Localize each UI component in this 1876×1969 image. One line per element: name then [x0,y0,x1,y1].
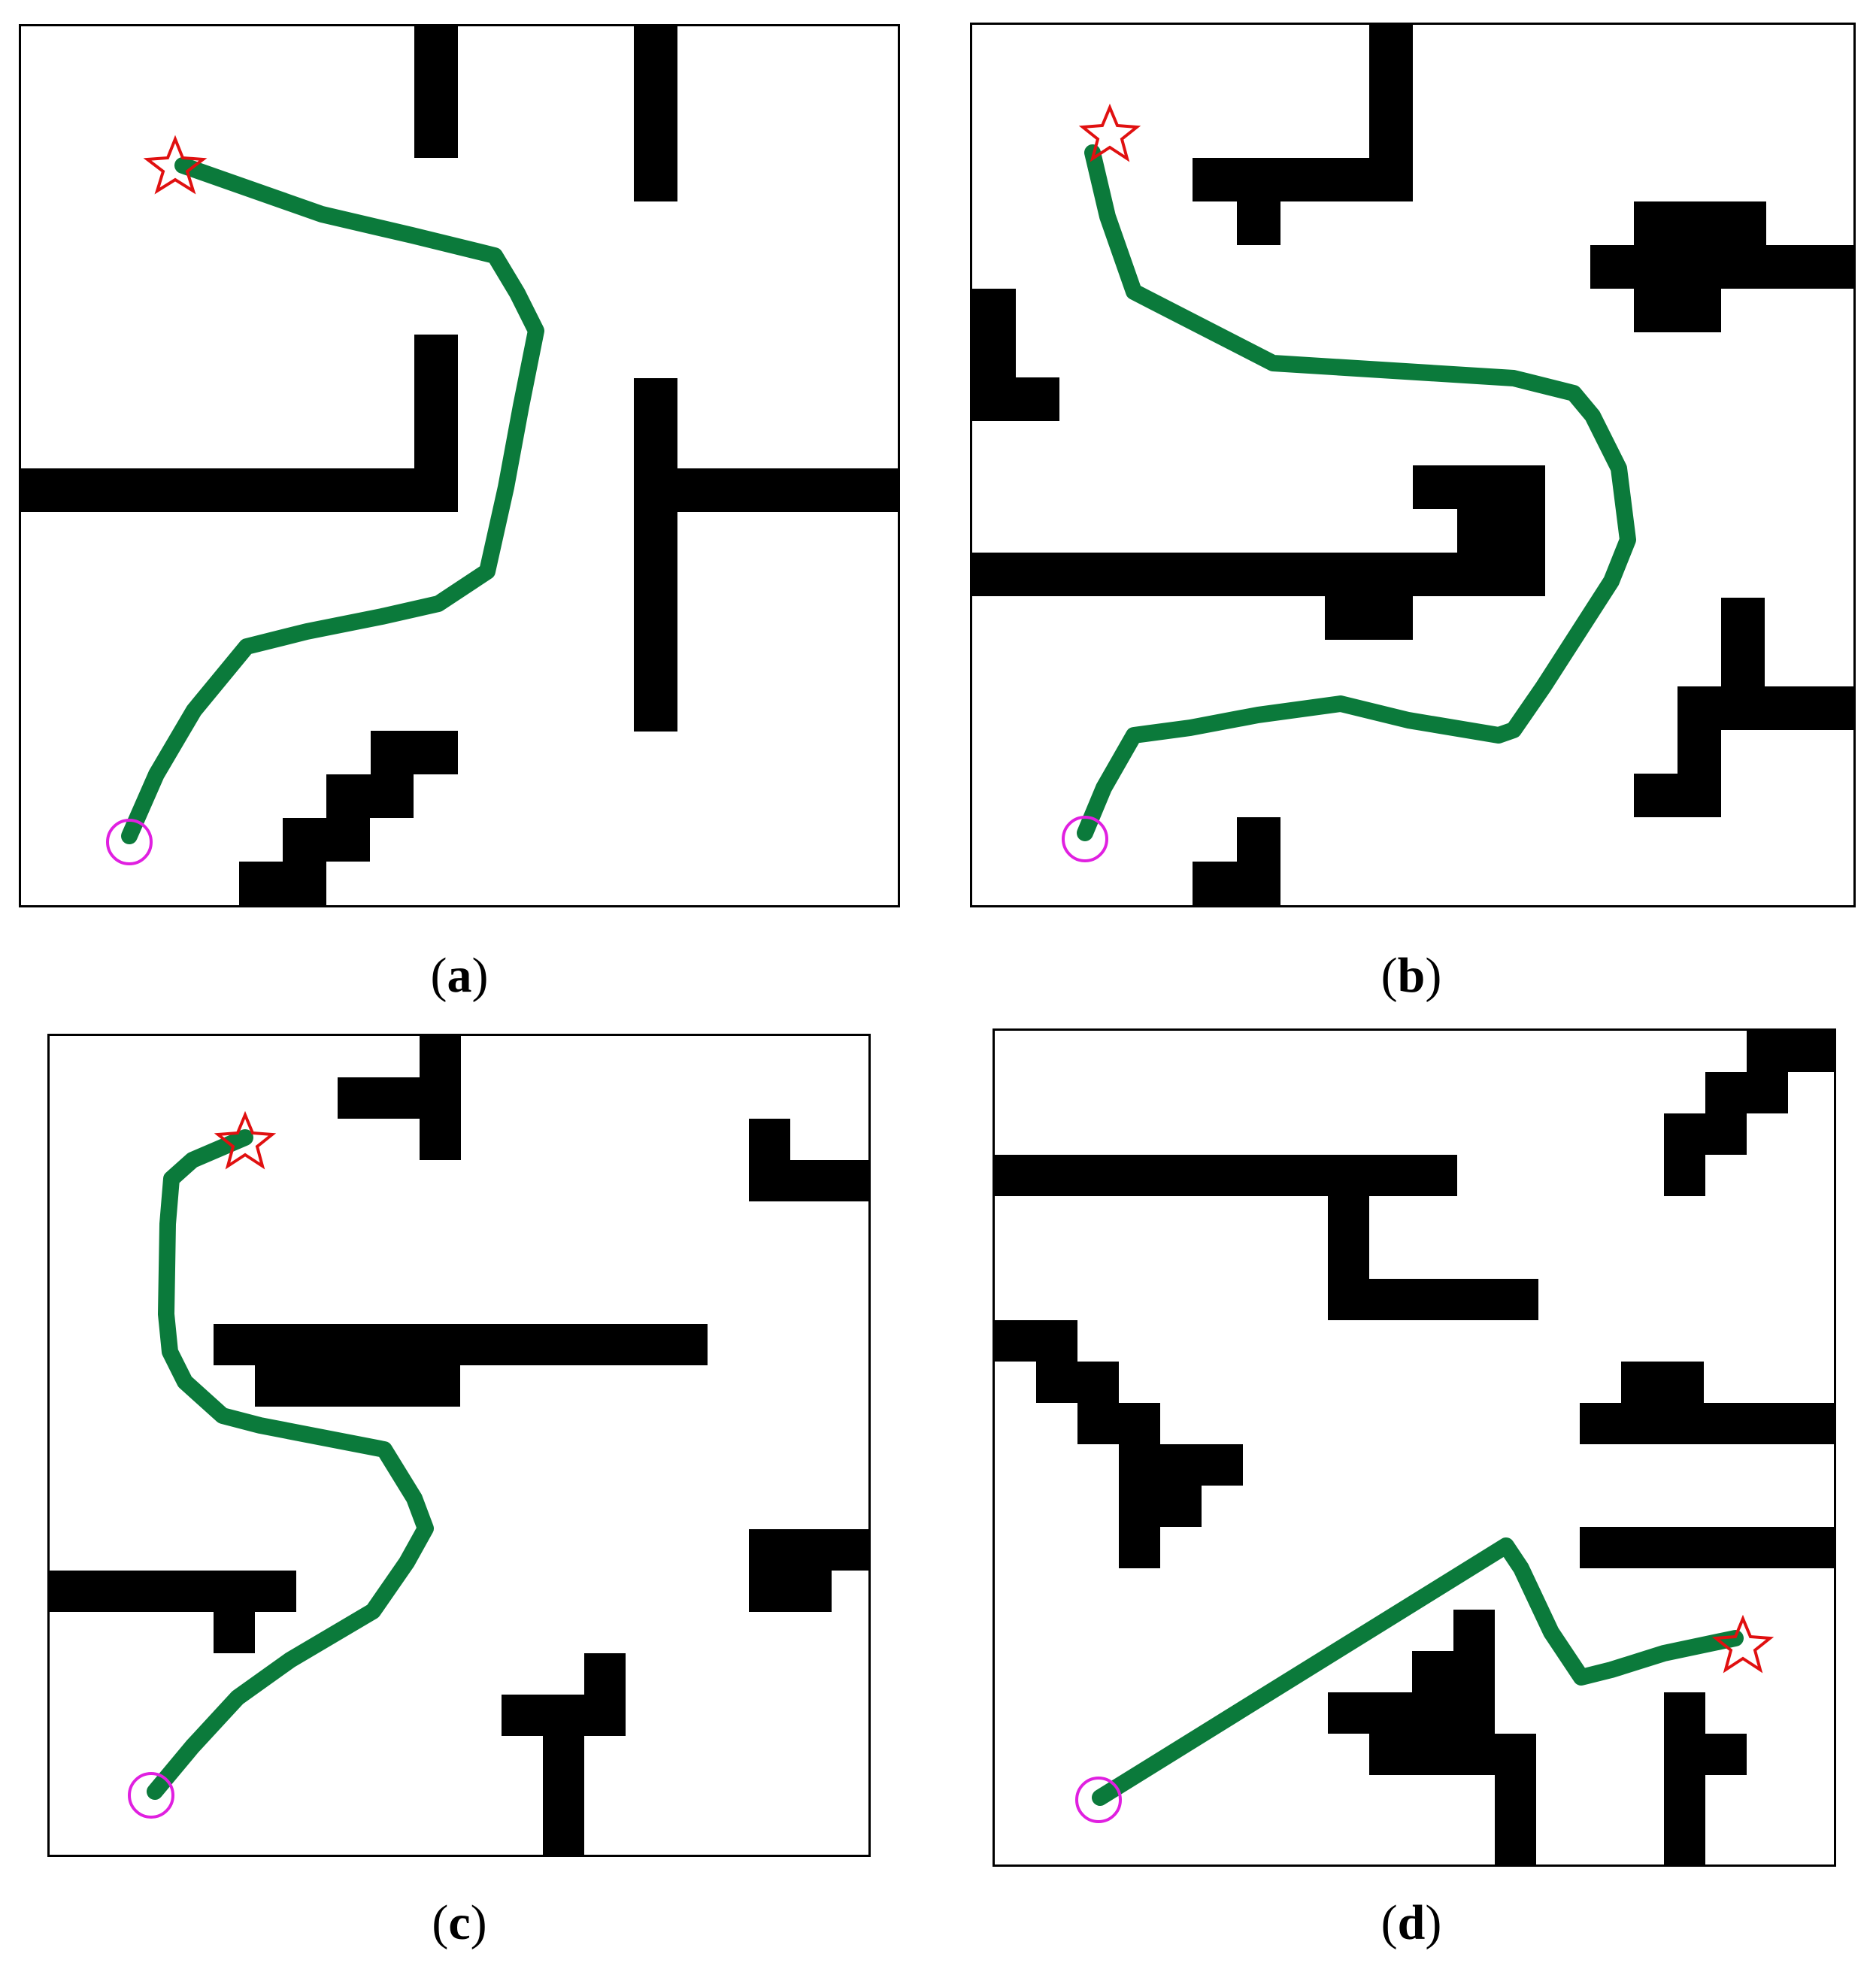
start-circle-icon [128,1772,174,1819]
panel-c-map [47,1034,871,1857]
caption-a: (a) [430,948,489,1003]
caption-d-label: d [1397,1895,1426,1950]
planned-path [1077,144,1636,841]
panel-a-map [19,24,900,907]
caption-b: (b) [1380,948,1442,1003]
caption-c: (c) [432,1895,487,1950]
panel-a-canvas [21,26,898,905]
caption-d: (d) [1380,1895,1442,1950]
planned-path [121,157,544,844]
start-circle-icon [1075,1777,1122,1823]
obstacles [50,1036,868,1855]
panel-b-canvas [972,25,1853,905]
start-circle-icon [106,819,153,865]
obstacles [972,25,1853,905]
panel-d-canvas [995,1031,1834,1864]
caption-c-label: c [448,1895,471,1950]
panel-b-map [970,23,1856,907]
goal-star-icon [143,135,208,195]
start-circle-icon [1062,816,1108,862]
obstacles [995,1031,1834,1864]
caption-a-label: a [447,948,472,1003]
panel-c-canvas [50,1036,868,1855]
planned-path [147,1129,434,1800]
goal-star-icon [1078,103,1141,162]
caption-b-label: b [1397,948,1426,1003]
obstacles [21,26,898,905]
panel-d-map [993,1028,1836,1867]
goal-star-icon [1711,1614,1774,1674]
goal-star-icon [214,1110,277,1170]
planned-path [1092,1537,1744,1806]
